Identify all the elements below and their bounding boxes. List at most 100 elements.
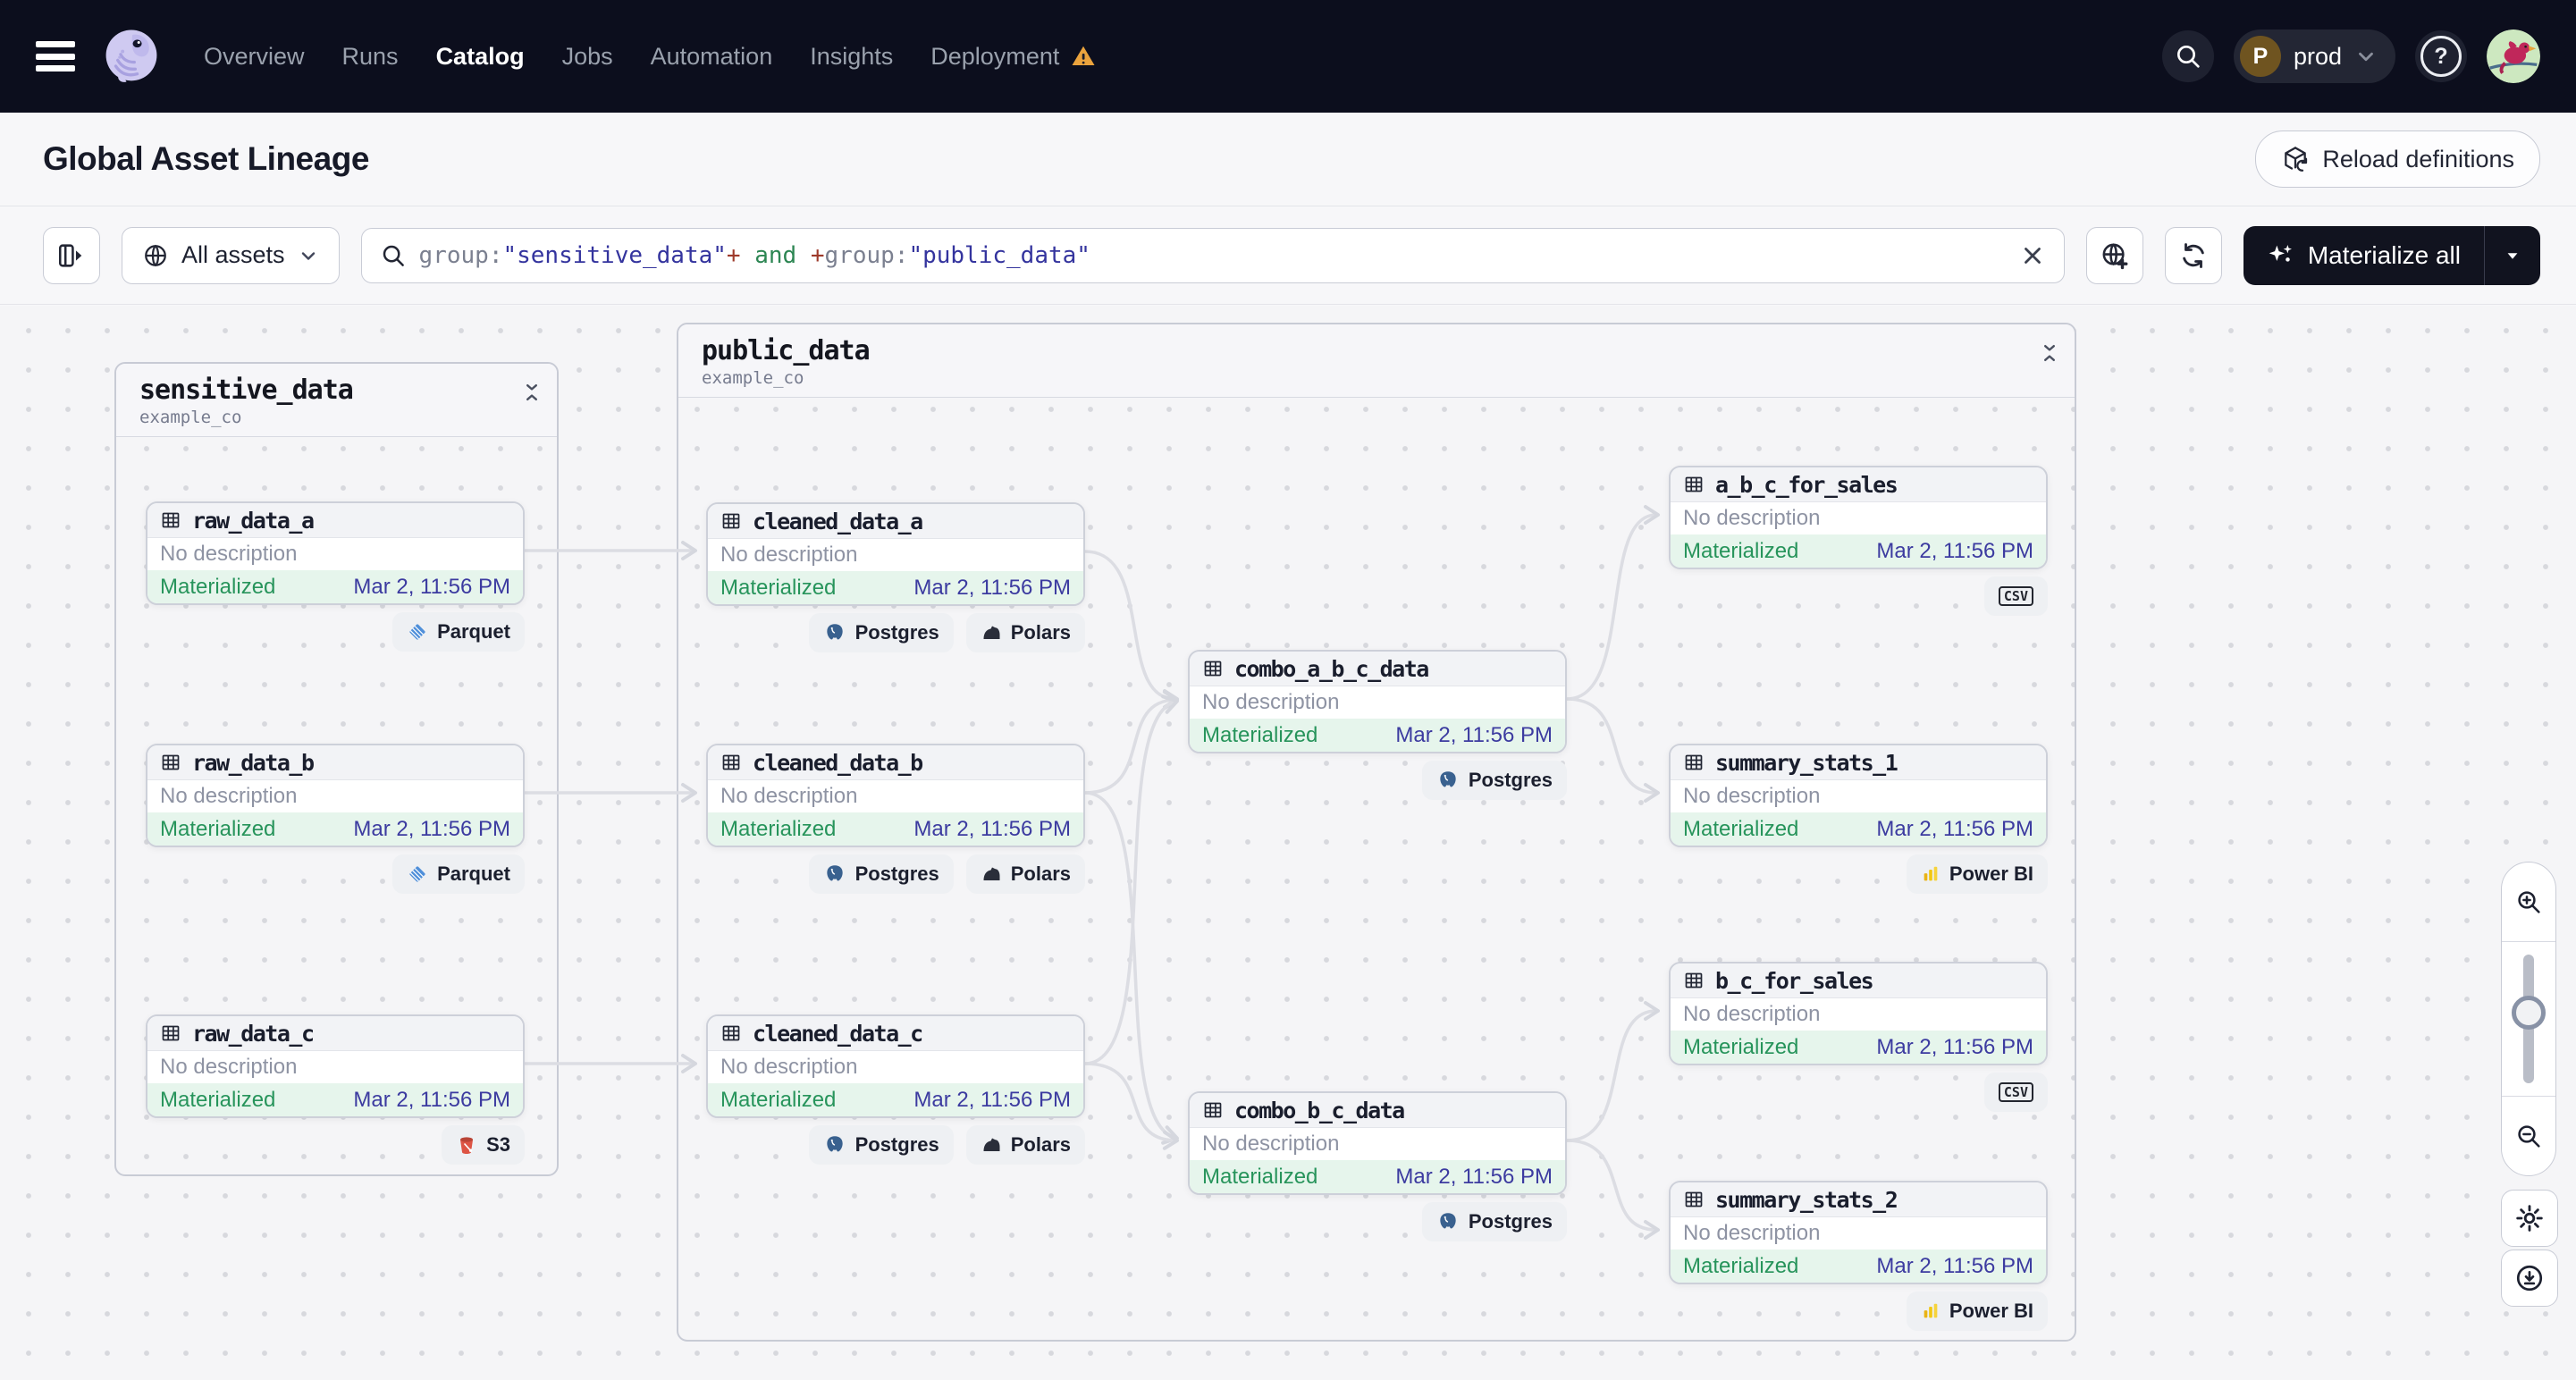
tag-csv[interactable]: CSV: [1983, 1073, 2048, 1112]
help-icon: ?: [2420, 36, 2462, 77]
collapse-group-button[interactable]: [2039, 342, 2060, 368]
help-button[interactable]: ?: [2415, 30, 2467, 82]
group-filter-button[interactable]: [2085, 226, 2143, 284]
nav-item-insights[interactable]: Insights: [810, 42, 894, 70]
asset-node-cleaned-data-b[interactable]: cleaned_data_b No description Materializ…: [706, 744, 1085, 847]
nav-item-runs[interactable]: Runs: [341, 42, 399, 70]
page-title: Global Asset Lineage: [43, 140, 369, 177]
nav-item-catalog[interactable]: Catalog: [435, 42, 525, 70]
group-header[interactable]: sensitive_data example_co: [116, 364, 557, 437]
tag-parquet[interactable]: Parquet: [392, 612, 525, 652]
top-nav: Overview Runs Catalog Jobs Automation In…: [0, 0, 2576, 113]
asset-node-cleaned-data-c[interactable]: cleaned_data_c No description Materializ…: [706, 1014, 1085, 1118]
nav-item-jobs[interactable]: Jobs: [561, 42, 613, 70]
sidebar-toggle-icon: [58, 243, 82, 267]
zoom-out-button[interactable]: [2502, 1096, 2555, 1175]
collapse-icon: [2044, 345, 2055, 361]
status-badge: Materialized: [1202, 1164, 1318, 1189]
postgres-icon: [826, 624, 843, 640]
table-icon: [162, 754, 180, 770]
refresh-icon: [2183, 242, 2204, 268]
status-badge: Materialized: [720, 1087, 837, 1112]
tag-power-bi[interactable]: Power BI: [1906, 1292, 2048, 1331]
collapse-group-button[interactable]: [521, 382, 543, 408]
materialize-all-button[interactable]: Materialize all: [2243, 225, 2540, 285]
environment-label: prod: [2293, 42, 2342, 70]
tag-polars[interactable]: Polars: [965, 854, 1085, 894]
asset-node-combo-a-b-c-data[interactable]: combo_a_b_c_data No description Material…: [1188, 650, 1567, 753]
asset-search-input[interactable]: group:"sensitive_data"+ and +group:"publ…: [360, 227, 2065, 283]
group-title: public_data: [702, 335, 871, 366]
asset-filter-dropdown[interactable]: All assets: [122, 226, 340, 284]
node-description: No description: [147, 1051, 523, 1083]
tag-s3[interactable]: S3: [442, 1125, 525, 1165]
clear-search-button[interactable]: [2019, 242, 2046, 269]
tag-polars[interactable]: Polars: [965, 1125, 1085, 1165]
tag-postgres[interactable]: Postgres: [808, 1125, 954, 1165]
tag-postgres[interactable]: Postgres: [1421, 761, 1567, 800]
nav-item-overview[interactable]: Overview: [204, 42, 305, 70]
powerbi-icon: [1924, 1303, 1938, 1318]
tag-polars[interactable]: Polars: [965, 613, 1085, 652]
zoom-in-button[interactable]: [2502, 862, 2555, 942]
status-timestamp: Mar 2, 11:56 PM: [1876, 816, 2033, 841]
tag-postgres[interactable]: Postgres: [808, 613, 954, 652]
refresh-button[interactable]: [2164, 226, 2222, 284]
status-badge: Materialized: [160, 816, 276, 841]
status-timestamp: Mar 2, 11:56 PM: [1395, 1164, 1553, 1189]
postgres-icon: [1440, 1213, 1456, 1229]
tag-power-bi[interactable]: Power BI: [1906, 854, 2048, 894]
page-header: Global Asset Lineage Reload definitions: [0, 113, 2576, 206]
avatar[interactable]: [2487, 29, 2540, 83]
reload-definitions-button[interactable]: Reload definitions: [2255, 130, 2540, 188]
postgres-icon: [826, 1136, 843, 1152]
status-badge: Materialized: [720, 816, 837, 841]
tag-parquet[interactable]: Parquet: [392, 854, 525, 894]
lineage-toolbar: All assets group:"sensitive_data"+ and +…: [0, 206, 2576, 305]
tag-csv[interactable]: CSV: [1983, 576, 2048, 616]
caret-down-icon: [2507, 252, 2518, 259]
nav-item-automation[interactable]: Automation: [650, 42, 773, 70]
environment-switcher[interactable]: P prod: [2233, 29, 2395, 83]
dagster-logo[interactable]: [100, 25, 163, 88]
tag-postgres[interactable]: Postgres: [1421, 1202, 1567, 1241]
table-icon: [162, 512, 180, 528]
download-graph-button[interactable]: [2501, 1250, 2558, 1307]
asset-node-a-b-c-for-sales[interactable]: a_b_c_for_sales No description Materiali…: [1669, 466, 2048, 569]
asset-node-summary-stats-1[interactable]: summary_stats_1 No description Materiali…: [1669, 744, 2048, 847]
asset-node-cleaned-data-a[interactable]: cleaned_data_a No description Materializ…: [706, 502, 1085, 606]
nav-right-cluster: P prod ?: [2161, 29, 2540, 83]
sidebar-toggle-button[interactable]: [43, 226, 100, 284]
gear-icon: [2516, 1205, 2543, 1232]
search-button[interactable]: [2161, 30, 2214, 82]
group-subtitle: example_co: [139, 408, 242, 427]
node-description: No description: [1671, 998, 2046, 1031]
table-icon: [1204, 1102, 1222, 1118]
asset-node-combo-b-c-data[interactable]: combo_b_c_data No description Materializ…: [1188, 1091, 1567, 1195]
menu-icon[interactable]: [36, 41, 75, 72]
status-timestamp: Mar 2, 11:56 PM: [1876, 1253, 2033, 1278]
table-icon: [1685, 1191, 1703, 1208]
tag-postgres[interactable]: Postgres: [808, 854, 954, 894]
parquet-icon: [409, 866, 425, 882]
status-timestamp: Mar 2, 11:56 PM: [353, 1087, 510, 1112]
node-description: No description: [708, 780, 1083, 812]
lineage-canvas[interactable]: sensitive_data example_co public_data ex…: [0, 306, 2576, 1380]
group-header[interactable]: public_data example_co: [678, 324, 2075, 398]
zoom-slider[interactable]: [2502, 942, 2555, 1096]
materialize-all-main[interactable]: Materialize all: [2243, 226, 2484, 285]
asset-node-summary-stats-2[interactable]: summary_stats_2 No description Materiali…: [1669, 1181, 2048, 1284]
nav-item-deployment[interactable]: Deployment: [930, 43, 1097, 71]
zoom-slider-thumb[interactable]: [2512, 996, 2546, 1031]
graph-settings-button[interactable]: [2501, 1190, 2558, 1247]
asset-node-b-c-for-sales[interactable]: b_c_for_sales No description Materialize…: [1669, 962, 2048, 1065]
materialize-options-button[interactable]: [2485, 226, 2540, 285]
node-description: No description: [1190, 686, 1565, 719]
